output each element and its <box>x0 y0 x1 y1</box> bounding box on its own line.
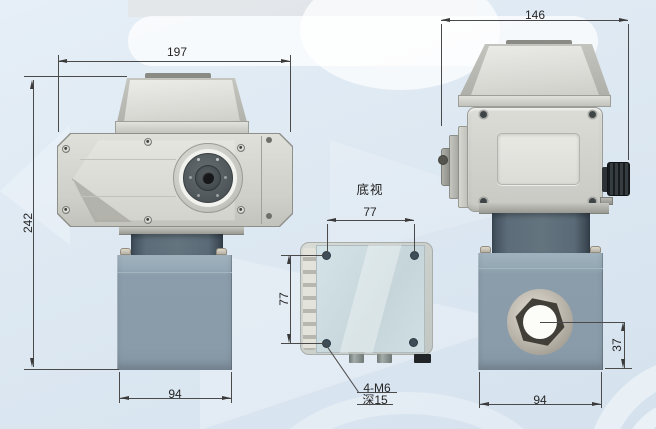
dim-side-width-label: 146 <box>524 8 546 22</box>
indicator-center-hole <box>202 172 214 184</box>
bottom-gland-cap-2 <box>376 352 393 355</box>
cable-gland-cap <box>602 167 609 192</box>
front-endcap-mark-2 <box>266 213 272 219</box>
depth-note-label: 深15 <box>362 393 388 407</box>
bottom-gland-cap-1 <box>348 352 365 355</box>
dim-front-base-width-label: 94 <box>168 387 182 401</box>
front-block-band-line <box>117 272 232 273</box>
side-cover-face <box>462 46 608 95</box>
side-neck <box>492 213 590 253</box>
dim-side-center-to-base-label: 37 <box>610 338 624 352</box>
bottom-connector-black <box>414 354 431 363</box>
front-cover <box>117 78 247 122</box>
thread-note-underline-2 <box>357 404 393 405</box>
bottom-rib-strip <box>303 248 316 350</box>
front-block-bolt-right <box>216 248 227 255</box>
side-block-band-line <box>478 268 603 269</box>
dim-side-base-width-label: 94 <box>533 393 547 407</box>
front-cover-top-strip <box>145 73 211 79</box>
cable-gland <box>607 162 630 196</box>
side-block-bolt-right <box>590 246 601 253</box>
side-screw-1 <box>479 110 488 119</box>
bottom-gland-1 <box>349 354 364 363</box>
side-cover-collar <box>458 95 611 107</box>
front-mount-block <box>117 255 232 370</box>
side-screw-2 <box>588 110 597 119</box>
dim-bottom-pitch-h-label: 77 <box>363 205 377 219</box>
thread-note-underline-1 <box>357 392 397 393</box>
front-screw-6 <box>237 206 245 214</box>
shaft-end-circle <box>438 155 448 165</box>
side-cover <box>460 44 610 95</box>
front-endcap-mark-1 <box>266 137 272 143</box>
front-screw-5 <box>237 144 245 152</box>
front-screw-1 <box>62 145 70 153</box>
front-block-bolt-left <box>120 248 131 255</box>
front-cover-face <box>119 80 245 122</box>
front-neck <box>131 234 223 255</box>
indicator-tick-3 <box>189 176 192 179</box>
front-screw-3 <box>144 138 152 146</box>
front-plate-seam-2 <box>80 196 176 197</box>
mount-hole-bottom-right <box>409 338 418 347</box>
indicator-tick-6 <box>216 194 219 197</box>
side-cover-top-strip <box>506 40 572 46</box>
bottom-plate-sheen <box>316 245 425 353</box>
side-block-bolt-left <box>480 246 491 253</box>
dim-front-width-label: 197 <box>166 45 188 59</box>
bottom-mount-plate <box>316 245 425 353</box>
indicator-tick-5 <box>197 194 200 197</box>
thread-note-label: 4-M6 <box>363 381 391 395</box>
shaft-end <box>441 148 450 186</box>
front-plate-seam-1 <box>80 159 176 160</box>
indicator-tick-1 <box>197 158 200 161</box>
bottom-gland-2 <box>377 354 392 363</box>
indicator-tick-4 <box>224 176 227 179</box>
front-screw-4 <box>144 216 152 224</box>
front-endcap-seam <box>261 136 262 224</box>
side-window <box>497 133 580 185</box>
front-screw-2 <box>62 206 70 214</box>
bottom-view-label: 底视 <box>356 183 384 197</box>
shaft-plate-mid <box>449 135 459 199</box>
indicator-tick-2 <box>216 158 219 161</box>
